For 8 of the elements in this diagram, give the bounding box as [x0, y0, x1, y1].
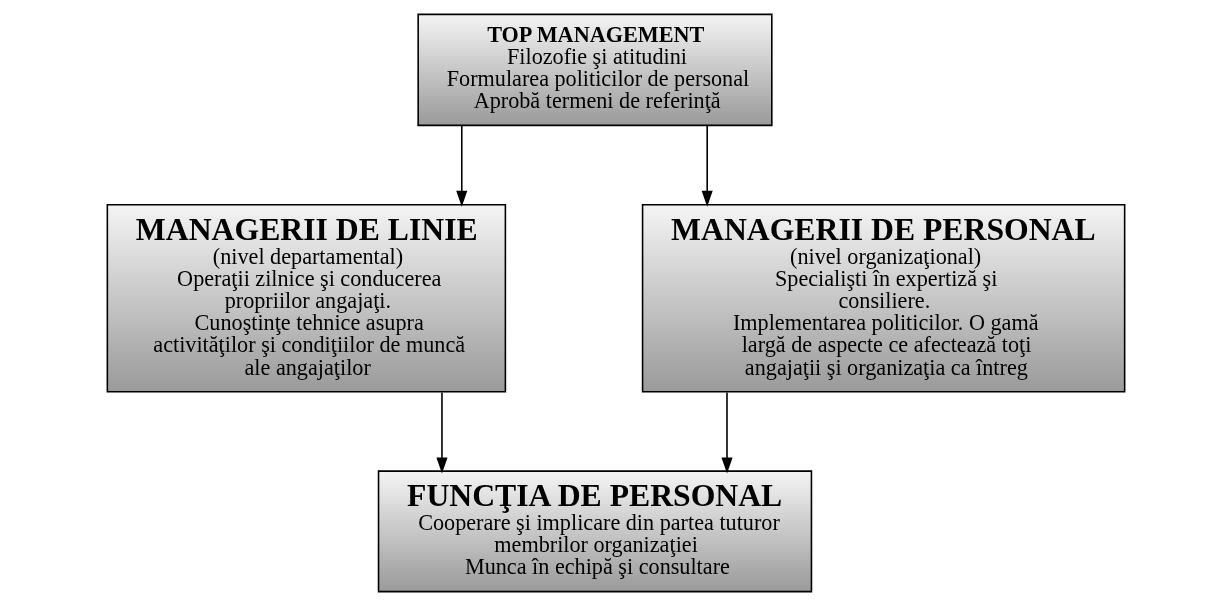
node-box: TOP MANAGEMENT Filozofie şi atitudini Formularea politicilor de personal Aprobă termeni de referinţă [416, 13, 773, 127]
node-box: MANAGERII DE LINIE (nivel departamental) Operaţii zilnice şi conducerea propriilor angajaţi. Cunoştinţe tehnice asupra activităţilor şi condiţiilor de muncă ale angajaţilor [106, 203, 506, 393]
arrow [701, 124, 713, 207]
arrow [720, 391, 733, 474]
node-box: FUNCŢIA DE PERSONAL Cooperare şi implicare din partea tuturor membrilor organizaţiei Munca în echipă şi consultare [377, 470, 812, 593]
node-box: MANAGERII DE PERSONAL (nivel organizaţional) Specialişti în expertiză şi consiliere. Implementarea politicilor. O gamă largă de aspecte ce afectează toţi angajaţii şi organizaţia ca întreg [641, 203, 1125, 393]
arrow [455, 124, 467, 207]
arrow [435, 391, 447, 474]
